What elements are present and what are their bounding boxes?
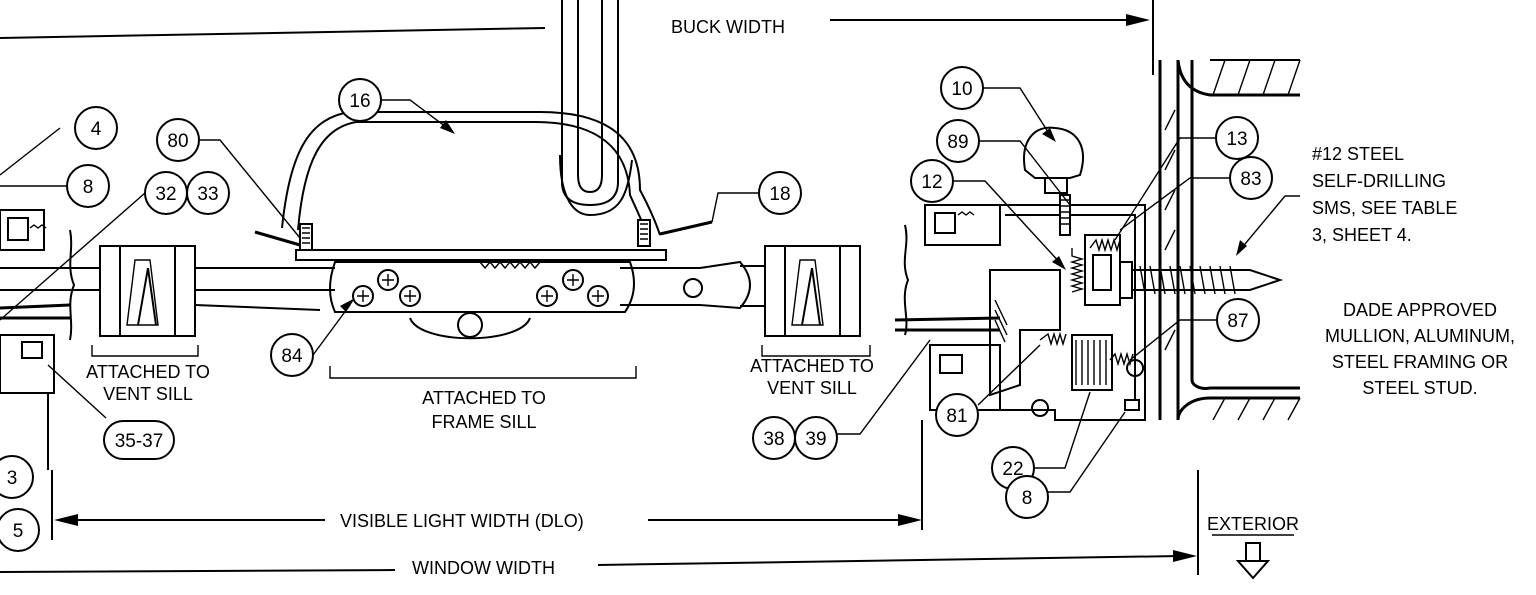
svg-text:32: 32 <box>155 184 176 205</box>
callouts: 4 8 32 33 3 5 16 80 <box>0 66 1273 552</box>
callout-89: 89 <box>936 119 980 163</box>
note-attached-frame-sill-1: ATTACHED TO <box>422 388 546 408</box>
svg-text:12: 12 <box>921 172 942 193</box>
fastener-screw <box>1119 261 1284 299</box>
svg-text:5: 5 <box>13 521 24 542</box>
callout-33: 33 <box>186 171 230 215</box>
leader-lines <box>0 87 1300 493</box>
note-attached-frame-sill-2: FRAME SILL <box>431 412 536 432</box>
window-width-label: WINDOW WIDTH <box>412 558 555 578</box>
callout-80: 80 <box>156 118 200 162</box>
svg-text:35-37: 35-37 <box>115 431 164 452</box>
callout-8-right: 8 <box>1005 475 1049 519</box>
note-exterior: EXTERIOR <box>1207 514 1299 534</box>
svg-text:3: 3 <box>7 468 18 489</box>
svg-text:81: 81 <box>946 406 967 427</box>
callout-8-left: 8 <box>66 164 110 208</box>
callout-39: 39 <box>794 416 838 460</box>
callout-38: 38 <box>752 416 796 460</box>
svg-text:83: 83 <box>1240 169 1261 190</box>
callout-13: 13 <box>1215 116 1259 160</box>
svg-text:8: 8 <box>1022 488 1033 509</box>
svg-text:89: 89 <box>947 132 968 153</box>
attachment-brackets <box>91 345 871 379</box>
svg-text:10: 10 <box>951 79 972 100</box>
note-attached-vent-sill-right-1: ATTACHED TO <box>750 356 874 376</box>
springs <box>1039 237 1134 367</box>
note-fastener-4: 3, SHEET 4. <box>1312 225 1412 245</box>
callout-3: 3 <box>0 455 34 499</box>
notes: ATTACHED TO VENT SILL ATTACHED TO FRAME … <box>86 144 1515 534</box>
callout-35-37: 35-37 <box>103 420 175 460</box>
note-fastener-3: SMS, SEE TABLE <box>1312 198 1457 218</box>
svg-text:80: 80 <box>167 131 188 152</box>
operator-handle-cover <box>254 111 713 261</box>
left-frame-profile <box>0 209 76 470</box>
svg-text:22: 22 <box>1002 459 1023 480</box>
svg-text:38: 38 <box>763 429 784 450</box>
dimension-buck-width: BUCK WIDTH <box>0 0 1154 75</box>
note-fastener-1: #12 STEEL <box>1312 144 1404 164</box>
callout-87: 87 <box>1216 298 1260 342</box>
svg-text:13: 13 <box>1226 129 1247 150</box>
note-attached-vent-sill-right-2: VENT SILL <box>767 378 857 398</box>
callout-16: 16 <box>338 78 382 122</box>
callout-5: 5 <box>0 508 40 552</box>
operator-screws <box>352 269 609 307</box>
note-attached-vent-sill-left-2: VENT SILL <box>103 384 193 404</box>
visible-light-width-label: VISIBLE LIGHT WIDTH (DLO) <box>340 511 584 531</box>
note-mullion-1: DADE APPROVED <box>1343 300 1497 320</box>
operator-arm-rod <box>561 0 619 207</box>
note-fastener-2: SELF-DRILLING <box>1312 171 1446 191</box>
lock-knob <box>1023 126 1084 236</box>
svg-text:18: 18 <box>769 184 790 205</box>
note-mullion-2: MULLION, ALUMINUM, <box>1325 326 1515 346</box>
left-vent-shoe <box>99 245 196 337</box>
note-mullion-4: STEEL STUD. <box>1362 378 1477 398</box>
mullion <box>1158 59 1301 421</box>
callout-84: 84 <box>270 333 314 377</box>
callout-32: 32 <box>144 171 188 215</box>
note-mullion-3: STEEL FRAMING OR <box>1332 352 1508 372</box>
callout-81: 81 <box>935 393 979 437</box>
svg-text:33: 33 <box>197 184 218 205</box>
right-frame-profile <box>894 204 1146 421</box>
operator-gearbox <box>329 260 635 340</box>
note-attached-vent-sill-left-1: ATTACHED TO <box>86 362 210 382</box>
operator-arm-links <box>0 260 765 311</box>
callout-83: 83 <box>1229 156 1273 200</box>
dimension-visible-light-width: VISIBLE LIGHT WIDTH (DLO) <box>51 420 923 540</box>
exterior-arrow <box>1212 534 1294 580</box>
svg-text:4: 4 <box>91 119 102 140</box>
callout-18: 18 <box>758 171 802 215</box>
right-vent-shoe <box>764 245 861 337</box>
callout-12: 12 <box>910 159 954 203</box>
svg-text:39: 39 <box>805 429 826 450</box>
callout-10: 10 <box>940 66 984 110</box>
svg-text:84: 84 <box>281 346 303 367</box>
svg-text:8: 8 <box>83 177 94 198</box>
svg-text:87: 87 <box>1227 311 1248 332</box>
dimension-window-width: WINDOW WIDTH <box>0 470 1199 578</box>
buck-width-label: BUCK WIDTH <box>671 17 785 37</box>
svg-text:16: 16 <box>349 91 370 112</box>
callout-4: 4 <box>74 106 118 150</box>
